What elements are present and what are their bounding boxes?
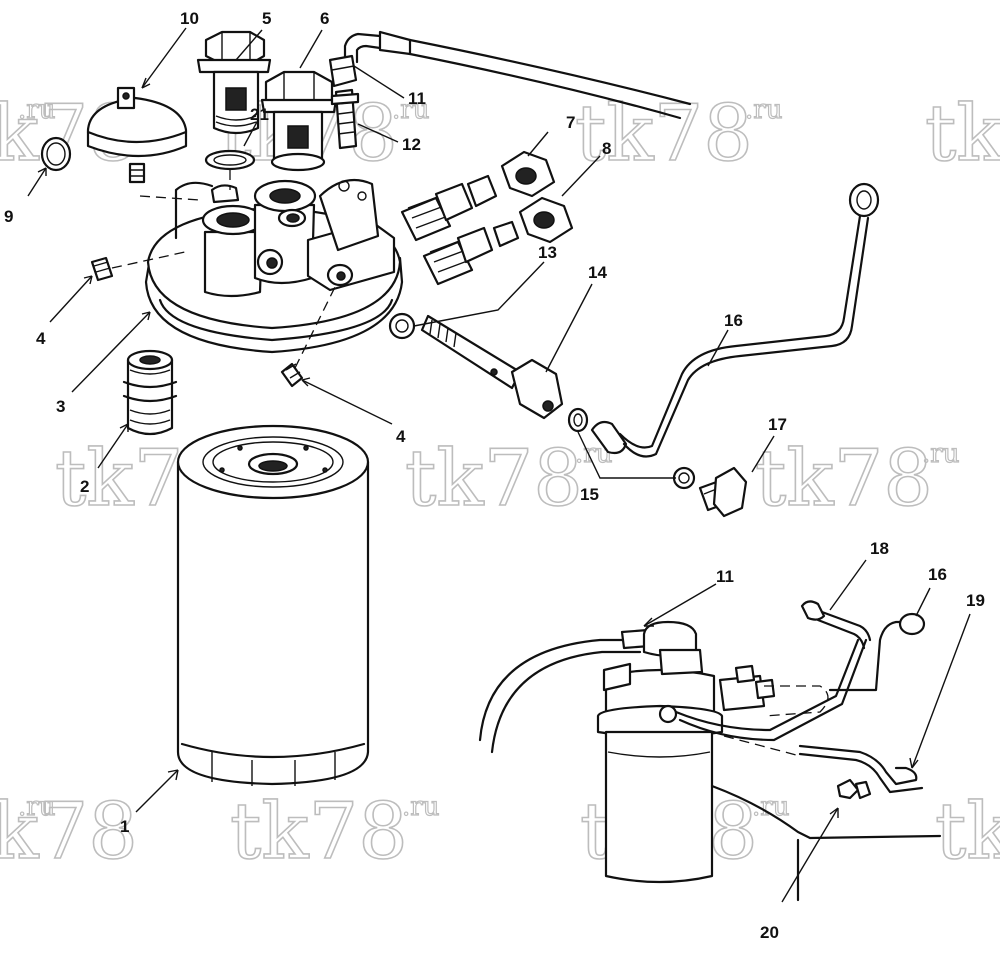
part-filter-canister [176, 424, 370, 786]
callout-16: 16 [928, 565, 947, 584]
part-fuel-line-top [328, 30, 692, 120]
callout-15: 15 [580, 485, 599, 504]
callout-6: 6 [320, 9, 329, 28]
watermark-text: tk78 [935, 787, 1000, 877]
watermark-suffix: .ru [18, 95, 55, 125]
part-connector-lower [422, 220, 520, 286]
part-sensor-cap [86, 86, 201, 201]
callout-10: 10 [180, 9, 199, 28]
callout-7: 7 [566, 113, 575, 132]
callout-4: 4 [396, 427, 406, 446]
watermark-text: tk78 [0, 787, 138, 877]
part-filter-head [144, 178, 404, 354]
callout-20: 20 [760, 923, 779, 942]
watermark-suffix: .ru [922, 439, 959, 469]
part-o-ring-9 [40, 136, 72, 172]
part-banjo-bolt [420, 314, 564, 420]
watermark-suffix: .ru [402, 792, 439, 822]
callout-1: 1 [120, 817, 129, 836]
part-plug-valve [196, 30, 272, 135]
callout-11: 11 [716, 567, 734, 586]
callout-16: 16 [724, 311, 743, 330]
inset-installed-view [478, 600, 942, 902]
callout-19: 19 [966, 591, 985, 610]
part-connector-upper [400, 174, 498, 242]
callout-13: 13 [538, 243, 557, 262]
part-plug-valve-large [260, 70, 338, 172]
part-set-screw-upper [90, 251, 186, 282]
part-fitting-12 [330, 88, 360, 150]
part-washer-15b [672, 466, 696, 490]
callout-12: 12 [402, 135, 421, 154]
part-o-ring-21 [204, 149, 256, 190]
callout-11: 11 [408, 89, 426, 108]
watermark-suffix: .ru [18, 792, 55, 822]
callout-3: 3 [56, 397, 65, 416]
callout-18: 18 [870, 539, 889, 558]
watermark-text: tk78 [755, 434, 933, 524]
watermark-text: tk78 [230, 787, 408, 877]
part-return-line [590, 182, 880, 458]
callout-17: 17 [768, 415, 787, 434]
part-nut-7 [500, 150, 556, 198]
callout-labels: 1 2 3 4 4 5 6 7 8 9 10 11 11 12 13 14 15… [4, 9, 985, 942]
part-set-screw-lower [280, 284, 337, 388]
callout-14: 14 [588, 263, 607, 282]
watermark-layer: tk78 .ru tk78 .ru tk78 .ru tk78 tk78 .ru… [0, 88, 1000, 878]
watermark-text: tk78 [575, 89, 753, 179]
part-washer-15a [567, 407, 589, 433]
callout-5: 5 [262, 9, 271, 28]
part-threaded-nipple [122, 349, 178, 436]
callout-9: 9 [4, 207, 13, 226]
callout-8: 8 [602, 139, 611, 158]
watermark-suffix: .ru [745, 95, 782, 125]
watermark-suffix: .ru [392, 95, 429, 125]
callout-21: 21 [250, 105, 269, 124]
callout-4: 4 [36, 329, 46, 348]
watermark-text: tk78 [925, 89, 1000, 179]
part-nut-8 [518, 196, 574, 244]
watermark-text: tk78 [405, 434, 583, 524]
part-bolt-17 [698, 466, 748, 518]
part-washer-13 [388, 312, 416, 340]
leader-lines [27, 27, 971, 903]
callout-2: 2 [80, 477, 89, 496]
